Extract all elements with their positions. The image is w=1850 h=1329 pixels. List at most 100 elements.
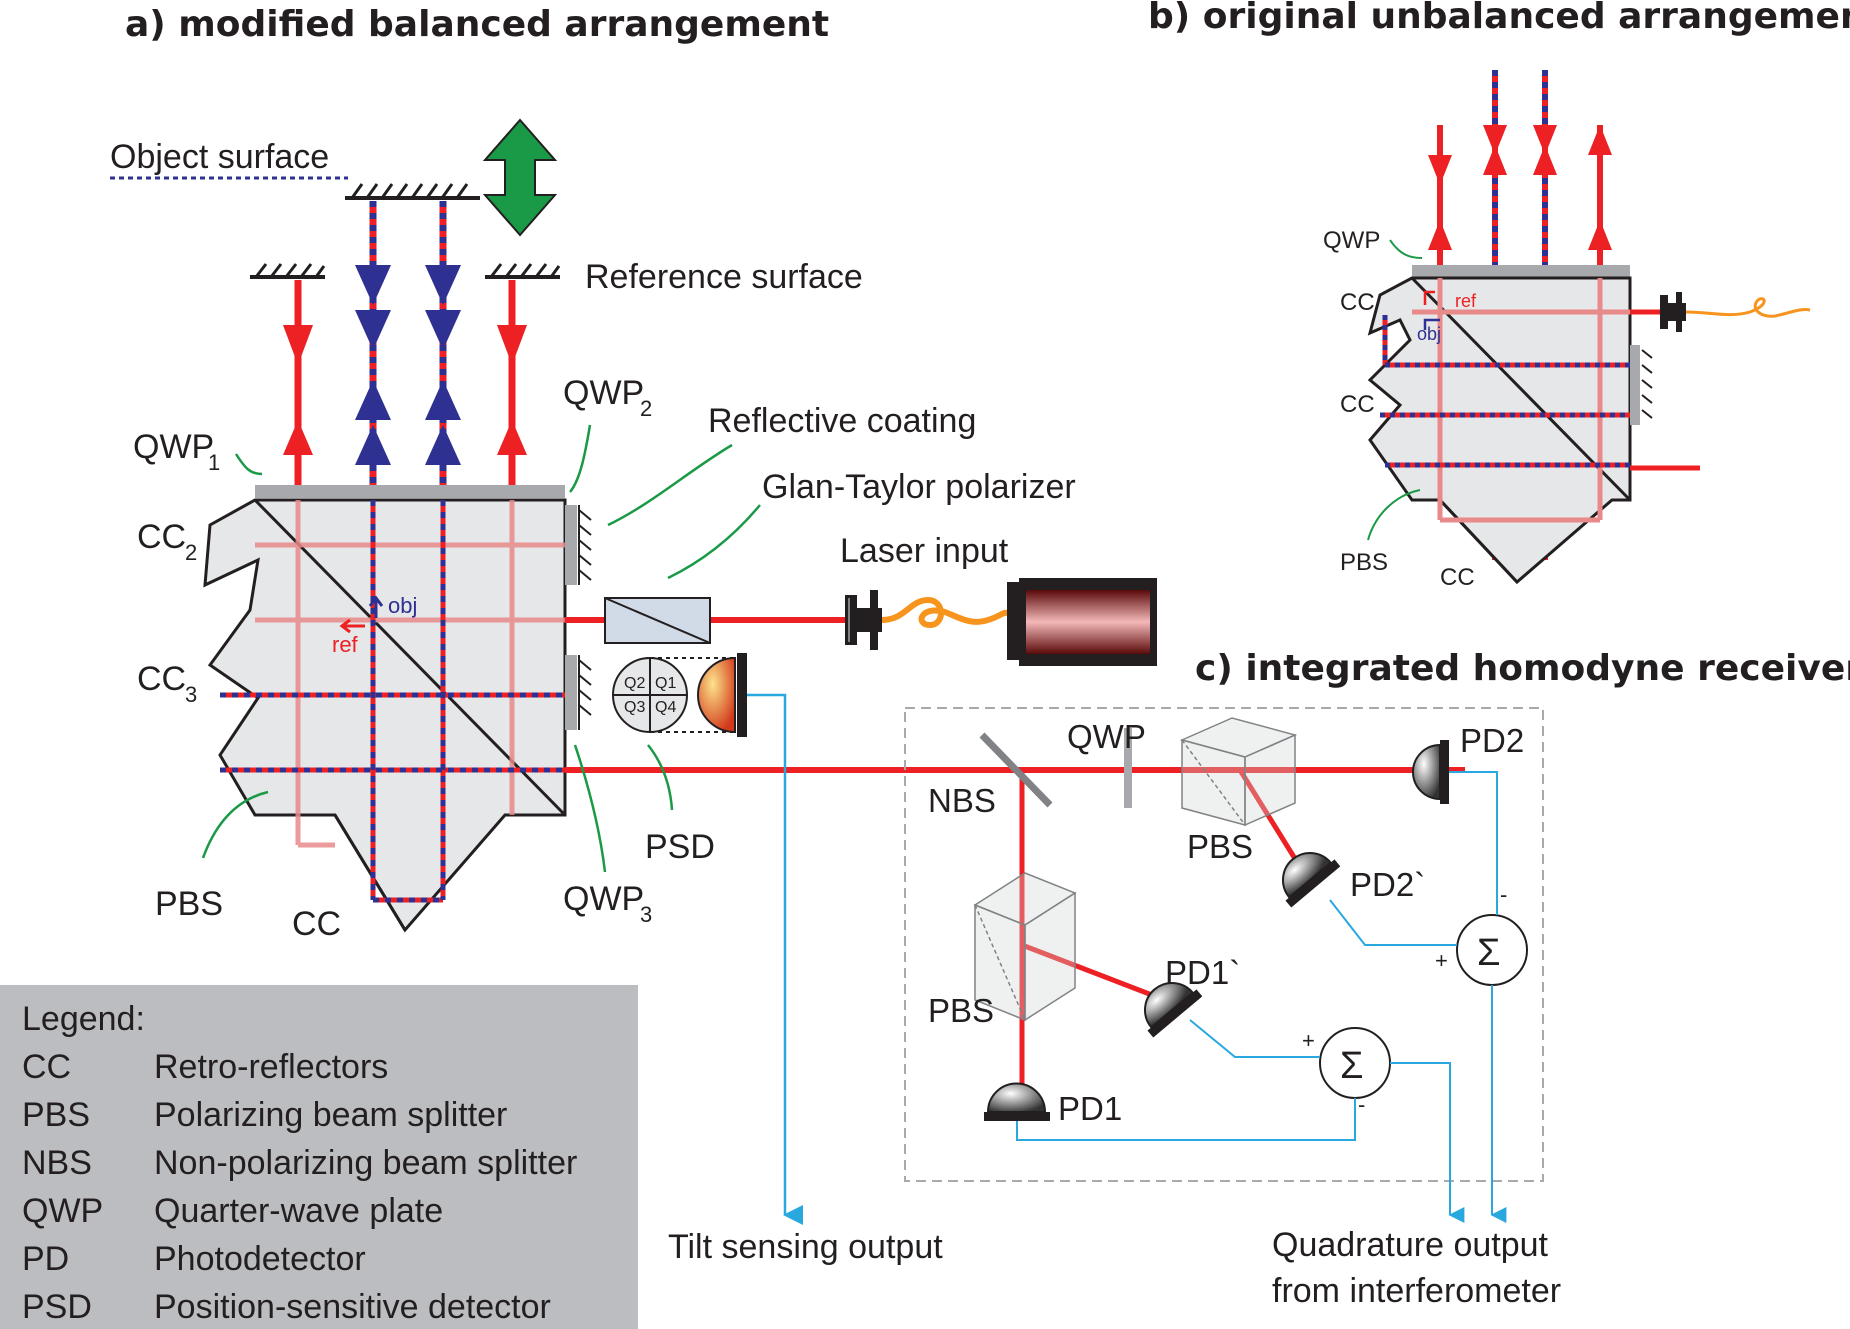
psd-pointer xyxy=(647,744,674,811)
ref-arrow-icon xyxy=(339,618,365,634)
reflective-coating-pointer xyxy=(607,443,733,527)
legend-abbr-3: QWP xyxy=(22,1192,103,1230)
pd2p-label: PD2` xyxy=(1350,866,1425,903)
qwp1-sub: 1 xyxy=(208,450,220,475)
legend-desc-3: Quarter-wave plate xyxy=(154,1192,443,1230)
qwp3-label: QWP xyxy=(563,880,644,918)
legend-abbr-4: PD xyxy=(22,1240,69,1278)
qwp-plate-b xyxy=(1412,265,1630,277)
minus-sign-2: - xyxy=(1500,882,1507,907)
qwp-label-c: QWP xyxy=(1067,718,1146,755)
legend-box: Legend: CC Retro-reflectors PBS Polarizi… xyxy=(0,985,638,1329)
legend-abbr-2: NBS xyxy=(22,1144,92,1182)
svg-text:Σ: Σ xyxy=(1340,1045,1364,1087)
nbs-splitter xyxy=(979,732,1053,808)
qwp2-plate xyxy=(565,505,592,585)
pd2-label: PD2 xyxy=(1460,722,1524,759)
reference-surface-label: Reference surface xyxy=(585,258,863,296)
cc-top-label-b: CC xyxy=(1340,289,1375,316)
ref-label-b: ref xyxy=(1455,291,1477,311)
qwp2-pointer xyxy=(569,424,592,493)
minus-sign-1: - xyxy=(1358,1092,1365,1117)
glan-taylor-label: Glan-Taylor polarizer xyxy=(762,468,1076,506)
qwp3-pointer xyxy=(573,744,607,873)
legend-title: Legend: xyxy=(22,1000,145,1038)
ref-label-a: ref xyxy=(332,632,359,657)
cc2-sub: 2 xyxy=(185,540,197,565)
laser-source-icon xyxy=(1007,578,1157,666)
internal-beams-a xyxy=(255,500,565,848)
q3-label: Q3 xyxy=(624,699,645,716)
title-b: b) original unbalanced arrangement xyxy=(1148,0,1850,37)
q4-label: Q4 xyxy=(655,699,676,716)
legend-abbr-0: CC xyxy=(22,1048,71,1086)
internal-object-beams-a xyxy=(220,500,565,903)
psd-detector: Q2 Q1 Q3 Q4 xyxy=(612,653,747,737)
pbs-pointer-a xyxy=(201,790,269,859)
pbs-cube-top xyxy=(1179,717,1298,827)
glan-taylor-polarizer xyxy=(604,597,711,644)
obj-label-a: obj xyxy=(388,593,417,618)
legend-desc-1: Polarizing beam splitter xyxy=(154,1096,507,1134)
sum-junction-1: Σ xyxy=(1319,1027,1391,1099)
quadrature-output-label: Quadrature output xyxy=(1272,1226,1549,1264)
pd2p-detector xyxy=(1282,852,1341,908)
obj-arrow-icon xyxy=(368,595,384,618)
legend-desc-4: Photodetector xyxy=(154,1240,366,1278)
panel-c: Σ Σ - + + - QWP NBS PBS PBS PD2 PD2` PD1… xyxy=(904,707,1544,1223)
panel-a: Object surface Reference surface xyxy=(110,118,1465,1225)
object-beams-a xyxy=(355,201,461,495)
object-surface-label: Object surface xyxy=(110,138,329,176)
receiver-box xyxy=(904,707,1544,1182)
prism-assembly-b xyxy=(1367,276,1632,585)
fiber-connector-icon xyxy=(845,590,882,650)
title-a: a) modified balanced arrangement xyxy=(125,4,829,45)
legend-abbr-1: PBS xyxy=(22,1096,90,1134)
qwp1-label: QWP xyxy=(133,428,214,466)
legend-abbr-5: PSD xyxy=(22,1288,92,1326)
legend-desc-5: Position-sensitive detector xyxy=(154,1288,551,1326)
plus-sign-1: + xyxy=(1302,1028,1315,1053)
legend-desc-0: Retro-reflectors xyxy=(154,1048,388,1086)
reference-beams-a xyxy=(283,280,527,495)
tilt-signal-line xyxy=(747,693,803,1225)
translation-double-arrow-icon xyxy=(482,118,558,237)
q1-label: Q1 xyxy=(655,675,676,692)
cc2-label: CC xyxy=(137,518,186,556)
pd1p-label: PD1` xyxy=(1165,954,1240,991)
plus-sign-2: + xyxy=(1435,948,1448,973)
qwp2-label: QWP xyxy=(563,374,644,412)
glan-taylor-pointer xyxy=(667,504,761,580)
quadrature-output-label-2: from interferometer xyxy=(1272,1272,1561,1310)
panel-b: ref obj QWP CC CC PBS CC xyxy=(1323,70,1811,591)
reference-mirror-right xyxy=(485,263,561,279)
pd1-label: PD1 xyxy=(1058,1090,1122,1127)
pbs-top-label: PBS xyxy=(1187,828,1253,865)
qwp3-plate xyxy=(565,655,592,730)
pd1p-detector xyxy=(1144,982,1203,1038)
title-c: c) integrated homodyne receiver xyxy=(1195,648,1850,689)
cc-label-a: CC xyxy=(292,905,341,943)
fiber-connector-b-icon xyxy=(1660,292,1686,332)
legend-desc-2: Non-polarizing beam splitter xyxy=(154,1144,577,1182)
prism-assembly-a xyxy=(203,498,567,933)
fiber-cable xyxy=(881,596,1016,629)
cc3-label: CC xyxy=(137,660,186,698)
pbs-label-a: PBS xyxy=(155,885,223,923)
nbs-label: NBS xyxy=(928,782,996,819)
obj-label-b: obj xyxy=(1417,324,1441,344)
pd1-detector xyxy=(984,1082,1050,1121)
receiver-signal-lines xyxy=(1016,771,1507,1223)
object-mirror xyxy=(345,183,480,200)
sum-junction-2: Σ xyxy=(1456,914,1528,986)
qwp2-sub: 2 xyxy=(640,396,652,421)
qwp-label-b: QWP xyxy=(1323,227,1380,254)
reflective-coating-label: Reflective coating xyxy=(708,402,976,440)
tilt-output-label: Tilt sensing output xyxy=(668,1228,943,1266)
psd-label: PSD xyxy=(645,828,715,866)
reference-mirror-left xyxy=(250,263,326,279)
pbs-bottom-label: PBS xyxy=(928,992,994,1029)
cc-bottom-label-b: CC xyxy=(1440,564,1475,591)
q2-label: Q2 xyxy=(624,675,645,692)
